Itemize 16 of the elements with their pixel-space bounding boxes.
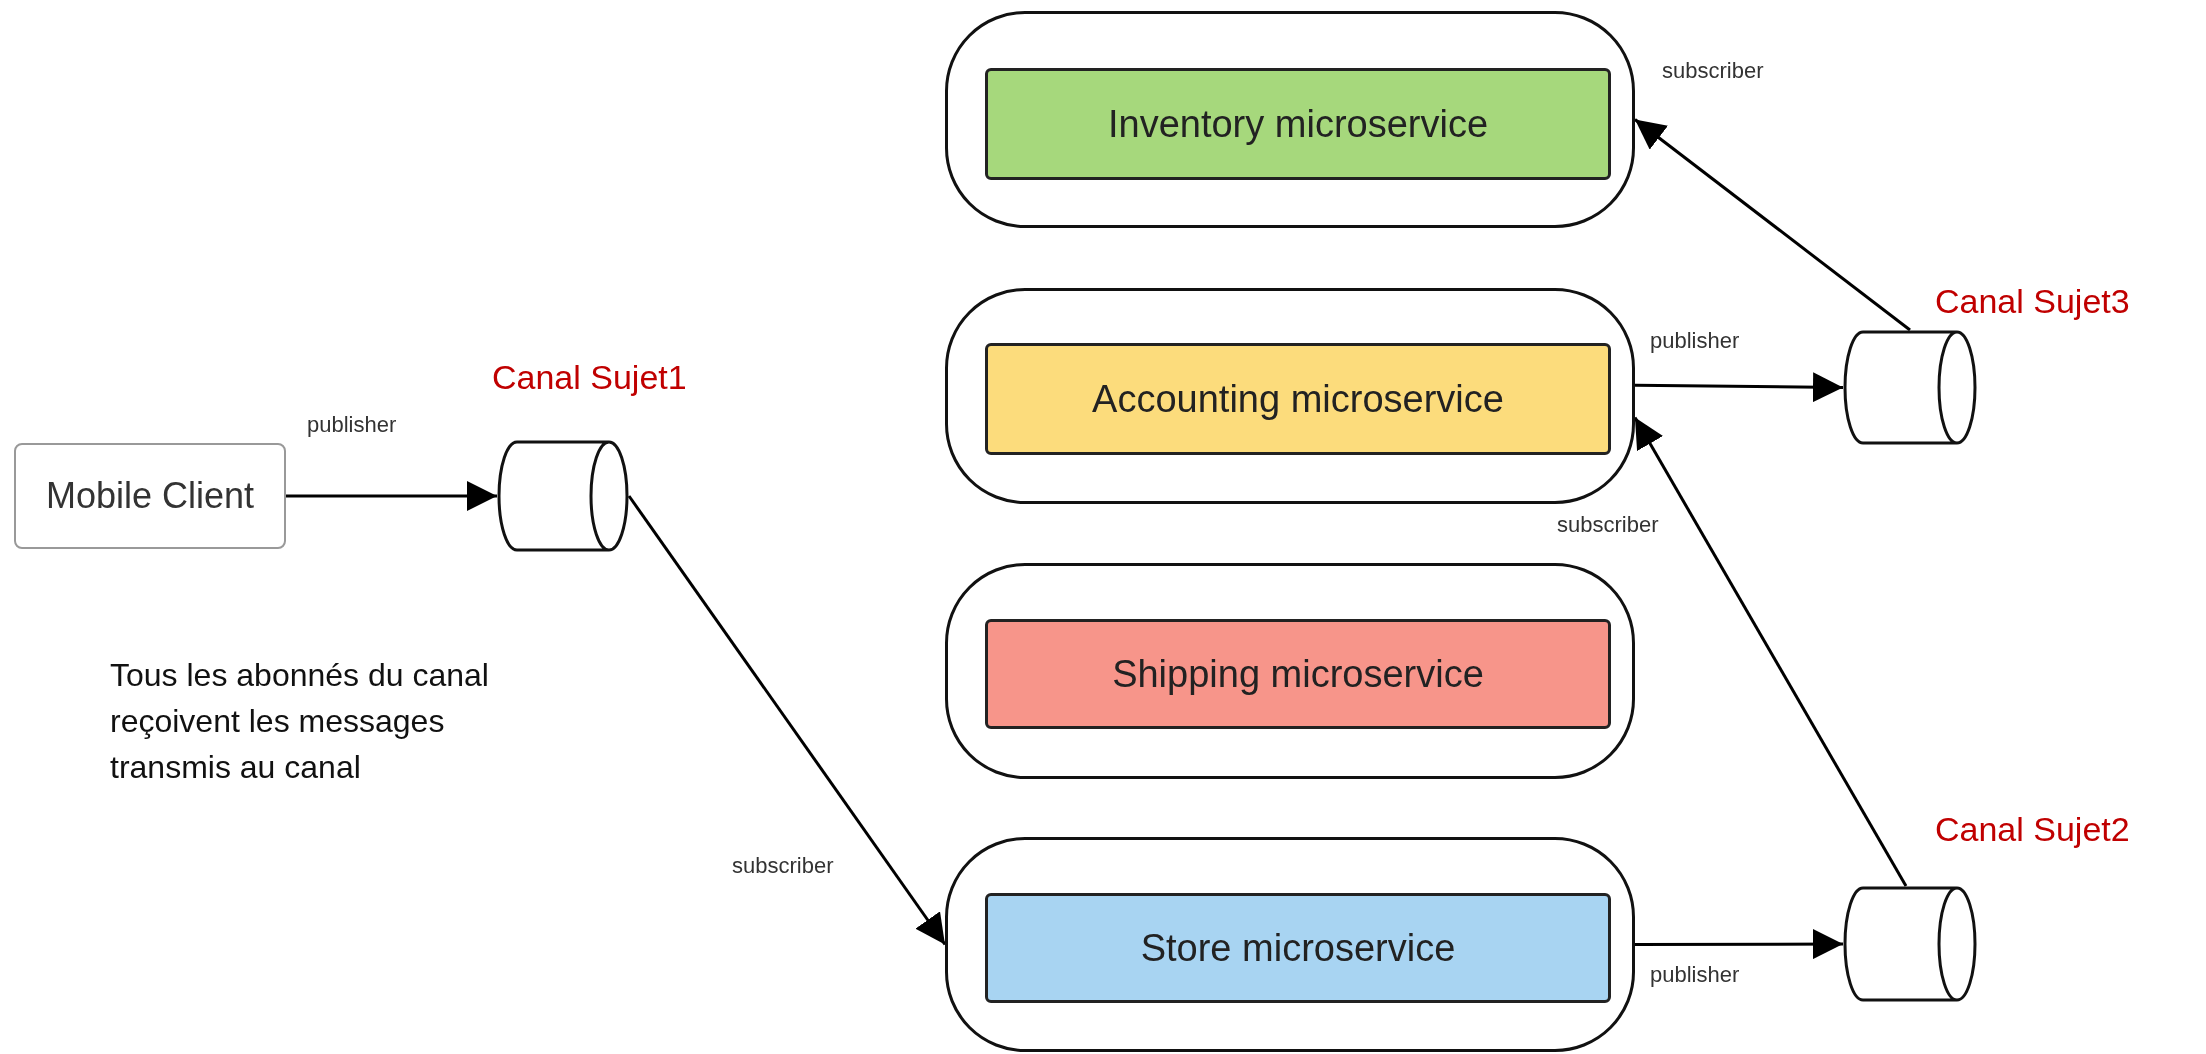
channel-label: Canal Sujet2 <box>1935 810 2130 849</box>
microservice-box: Shipping microservice <box>985 619 1611 729</box>
microservice-box: Accounting microservice <box>985 343 1611 455</box>
arrow <box>1635 929 1843 960</box>
microservice-box: Inventory microservice <box>985 68 1611 180</box>
arrow <box>1635 372 1843 403</box>
arrow <box>286 481 497 511</box>
client-box: Mobile Client <box>14 443 286 549</box>
microservice-box: Store microservice <box>985 893 1611 1003</box>
channel-label: Canal Sujet1 <box>492 358 687 397</box>
note-text: Tous les abonnés du canal reçoivent les messages transmis au canal <box>110 656 490 787</box>
arrow <box>1633 416 1908 887</box>
channel-label: Canal Sujet3 <box>1935 282 2130 321</box>
arrow <box>627 495 947 946</box>
arrow <box>1634 118 1911 332</box>
service-container <box>945 288 1635 504</box>
